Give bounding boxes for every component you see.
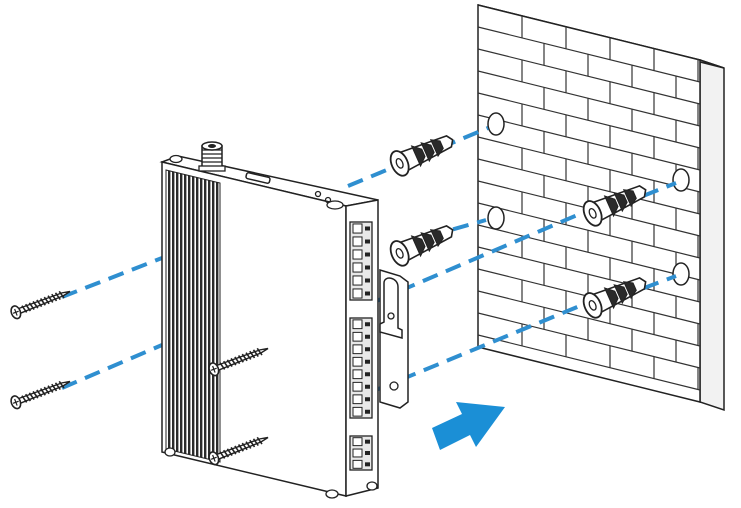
wall-plug-anchor-icon <box>582 277 647 319</box>
device-foot <box>164 447 176 457</box>
guide-line <box>61 343 163 390</box>
device-foot <box>169 154 183 164</box>
wall-hole <box>487 112 505 136</box>
device-foot <box>366 481 378 491</box>
guide-line <box>61 256 163 299</box>
phillips-screw-icon <box>10 380 71 410</box>
arrow-right-icon <box>432 402 505 450</box>
phillips-screw-icon <box>208 347 269 377</box>
wall-hole <box>672 262 690 286</box>
wall-plug-anchor-icon <box>389 225 454 267</box>
device-foot <box>325 489 339 499</box>
indicator-led <box>314 190 322 198</box>
wall-plug-anchor-icon <box>582 185 647 227</box>
din-rail-device-icon <box>159 154 379 499</box>
phillips-screw-icon <box>208 436 269 466</box>
wall-mount-bracket-icon <box>379 268 409 409</box>
antenna-connector-icon <box>198 141 226 172</box>
device-foot <box>326 200 344 210</box>
heatsink-fins <box>165 169 221 463</box>
wall-hole <box>672 168 690 192</box>
phillips-screw-icon <box>10 290 71 320</box>
wall-hole <box>487 206 505 230</box>
wall-plug-anchor-icon <box>389 135 454 177</box>
terminal-blocks <box>349 221 373 471</box>
usb-port <box>245 172 271 184</box>
